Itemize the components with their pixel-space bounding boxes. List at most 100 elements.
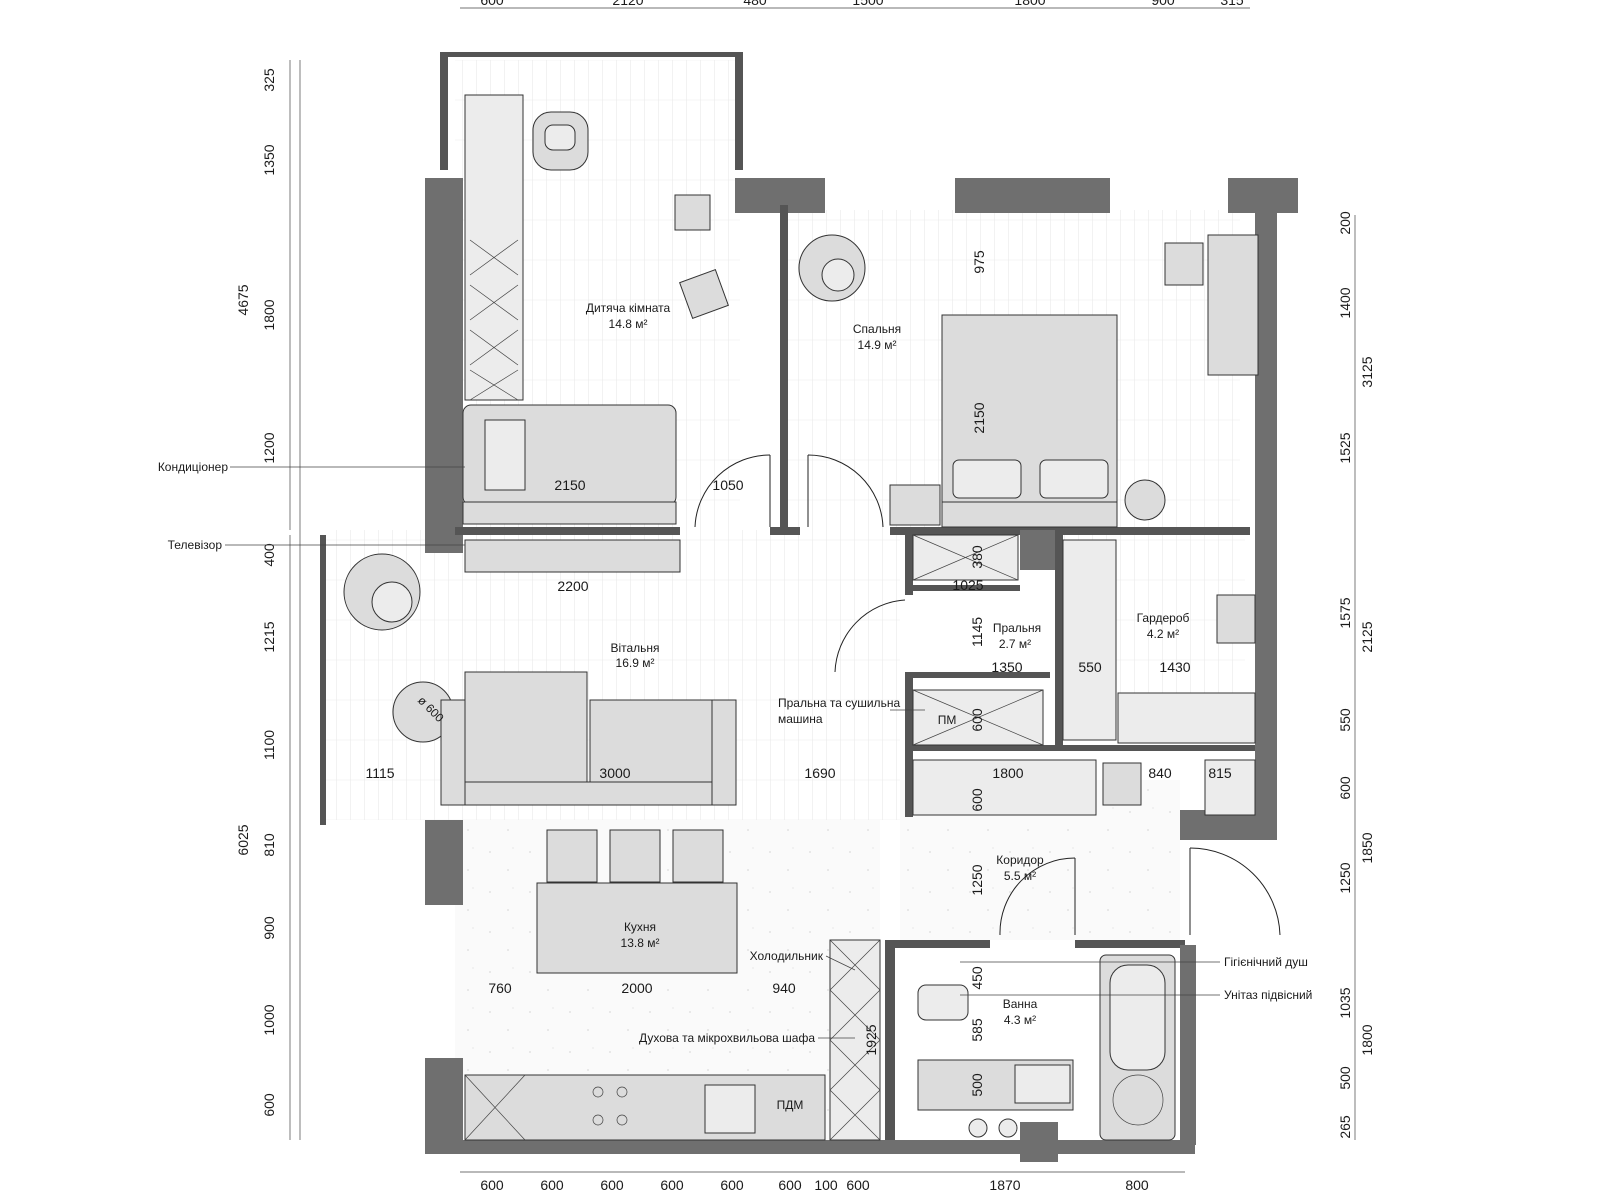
dim-corridor-840: 840	[1148, 765, 1172, 781]
room-kids-name: Дитяча кімната	[586, 301, 671, 315]
dim-wardrobe-1430: 1430	[1159, 659, 1190, 675]
room-kitchen-area: 13.8 м²	[621, 936, 660, 950]
bottom-dimensions: 600 600 600 600 600 600 100 600 1870 800	[480, 1177, 1149, 1193]
dim-left-7: 1215	[261, 621, 277, 652]
top-dimensions: 600 2120 480 1500 1800 900 315	[480, 0, 1244, 8]
dim-left-9: 6025	[235, 824, 251, 855]
dim-bottom-3: 600	[600, 1177, 624, 1193]
dim-bottom-7: 100	[814, 1177, 838, 1193]
callout-wall-toilet: Унітаз підвісний	[1224, 988, 1312, 1002]
dim-left-2: 1350	[261, 144, 277, 175]
callout-hygienic-shower: Гігієнічний душ	[1224, 955, 1308, 969]
dim-corridor-1800: 1800	[992, 765, 1023, 781]
dim-bedroom-bed: 2150	[971, 402, 987, 433]
dim-bottom-1: 600	[480, 1177, 504, 1193]
room-living-name: Вітальня	[610, 641, 659, 655]
dim-right-6: 2125	[1359, 621, 1375, 652]
dim-kids-door: 1050	[712, 477, 743, 493]
dim-laundry-600: 600	[969, 708, 985, 732]
dim-bottom-6: 600	[778, 1177, 802, 1193]
callout-washer-line2: машина	[778, 712, 823, 726]
room-bath-area: 4.3 м²	[1004, 1013, 1036, 1027]
dim-bath-500: 500	[969, 1073, 985, 1097]
room-bedroom-area: 14.9 м²	[858, 338, 897, 352]
left-dimensions: 325 1350 4675 1800 1200 400 1215 1100 60…	[235, 68, 277, 1117]
dim-left-10: 810	[261, 833, 277, 857]
callout-tv: Телевізор	[168, 538, 223, 552]
dimension-lines	[289, 7, 1356, 1173]
dim-bottom-10: 800	[1125, 1177, 1149, 1193]
room-wardrobe-area: 4.2 м²	[1147, 627, 1179, 641]
dim-bedroom-975: 975	[971, 250, 987, 274]
dim-wardrobe-550: 550	[1078, 659, 1102, 675]
walls	[320, 52, 1298, 1162]
dim-corridor-1250: 1250	[969, 864, 985, 895]
callout-fridge: Холодильник	[750, 949, 824, 963]
dim-right-11: 1035	[1337, 987, 1353, 1018]
callout-pdm: ПДМ	[777, 1098, 804, 1112]
dim-right-13: 500	[1337, 1066, 1353, 1090]
dim-left-8: 1100	[261, 730, 277, 760]
dim-kids-bed: 2150	[554, 477, 585, 493]
inner-dimensions: 2150 1050 975 2150 2200 380 1025 1145 13…	[365, 250, 1231, 1097]
room-bath-name: Ванна	[1003, 997, 1038, 1011]
right-dimensions: 200 1400 3125 1525 1575 2125 550 600 185…	[1337, 211, 1375, 1139]
dim-corridor-600: 600	[969, 788, 985, 812]
room-kids-area: 14.8 м²	[609, 317, 648, 331]
dim-living-1115: 1115	[365, 765, 394, 781]
dim-top-7: 315	[1220, 0, 1244, 8]
dim-kitchen-760: 760	[488, 980, 512, 996]
dim-left-5: 1200	[261, 432, 277, 463]
dim-top-6: 900	[1151, 0, 1175, 8]
dim-right-4: 1525	[1337, 432, 1353, 463]
dim-left-4: 1800	[261, 299, 277, 330]
dim-bottom-8: 600	[846, 1177, 870, 1193]
dim-right-12: 1800	[1359, 1024, 1375, 1055]
room-laundry-area: 2.7 м²	[999, 637, 1031, 651]
dim-living-sofa: 3000	[599, 765, 630, 781]
dim-left-11: 900	[261, 916, 277, 940]
dim-bottom-2: 600	[540, 1177, 564, 1193]
dim-right-5: 1575	[1337, 597, 1353, 628]
dim-right-14: 265	[1337, 1115, 1353, 1139]
dim-left-13: 600	[261, 1093, 277, 1117]
dim-top-1: 600	[480, 0, 504, 8]
dim-right-7: 550	[1337, 708, 1353, 732]
room-bedroom-name: Спальня	[853, 322, 901, 336]
dim-bottom-5: 600	[720, 1177, 744, 1193]
dim-corridor-815: 815	[1208, 765, 1232, 781]
dim-laundry-1145: 1145	[969, 617, 985, 647]
dim-bath-585: 585	[969, 1018, 985, 1042]
dim-laundry-1350: 1350	[991, 659, 1022, 675]
dim-right-9: 1850	[1359, 832, 1375, 863]
dim-kitchen-island: 2000	[621, 980, 652, 996]
dim-left-1: 325	[261, 68, 277, 92]
dim-top-4: 1500	[852, 0, 883, 8]
dim-right-8: 600	[1337, 776, 1353, 800]
dim-top-2: 2120	[612, 0, 643, 8]
dim-kitchen-940: 940	[772, 980, 796, 996]
callout-washer-line1: Пральна та сушильна	[778, 696, 900, 710]
callout-oven: Духова та мікрохвильова шафа	[639, 1031, 815, 1045]
callout-pm: ПМ	[938, 713, 957, 727]
room-laundry-name: Пральня	[993, 621, 1041, 635]
room-corridor-area: 5.5 м²	[1004, 869, 1036, 883]
dim-right-1: 200	[1337, 211, 1353, 235]
dim-left-3: 4675	[235, 284, 251, 315]
furniture	[343, 94, 1259, 1141]
callout-ac: Кондиціонер	[158, 460, 229, 474]
dim-right-2: 1400	[1337, 287, 1353, 318]
room-living-area: 16.9 м²	[616, 656, 655, 670]
doors	[694, 454, 1281, 936]
dim-laundry-380: 380	[969, 545, 985, 569]
room-labels: Дитяча кімната 14.8 м² Спальня 14.9 м² В…	[586, 301, 1190, 1027]
dim-bath-450: 450	[969, 966, 985, 990]
dim-fridge-1925: 1925	[863, 1024, 879, 1055]
dim-bottom-4: 600	[660, 1177, 684, 1193]
dim-left-12: 1000	[261, 1004, 277, 1035]
room-wardrobe-name: Гардероб	[1137, 611, 1190, 625]
dim-bottom-9: 1870	[989, 1177, 1020, 1193]
room-corridor-name: Коридор	[996, 853, 1044, 867]
dim-living-1690: 1690	[804, 765, 835, 781]
